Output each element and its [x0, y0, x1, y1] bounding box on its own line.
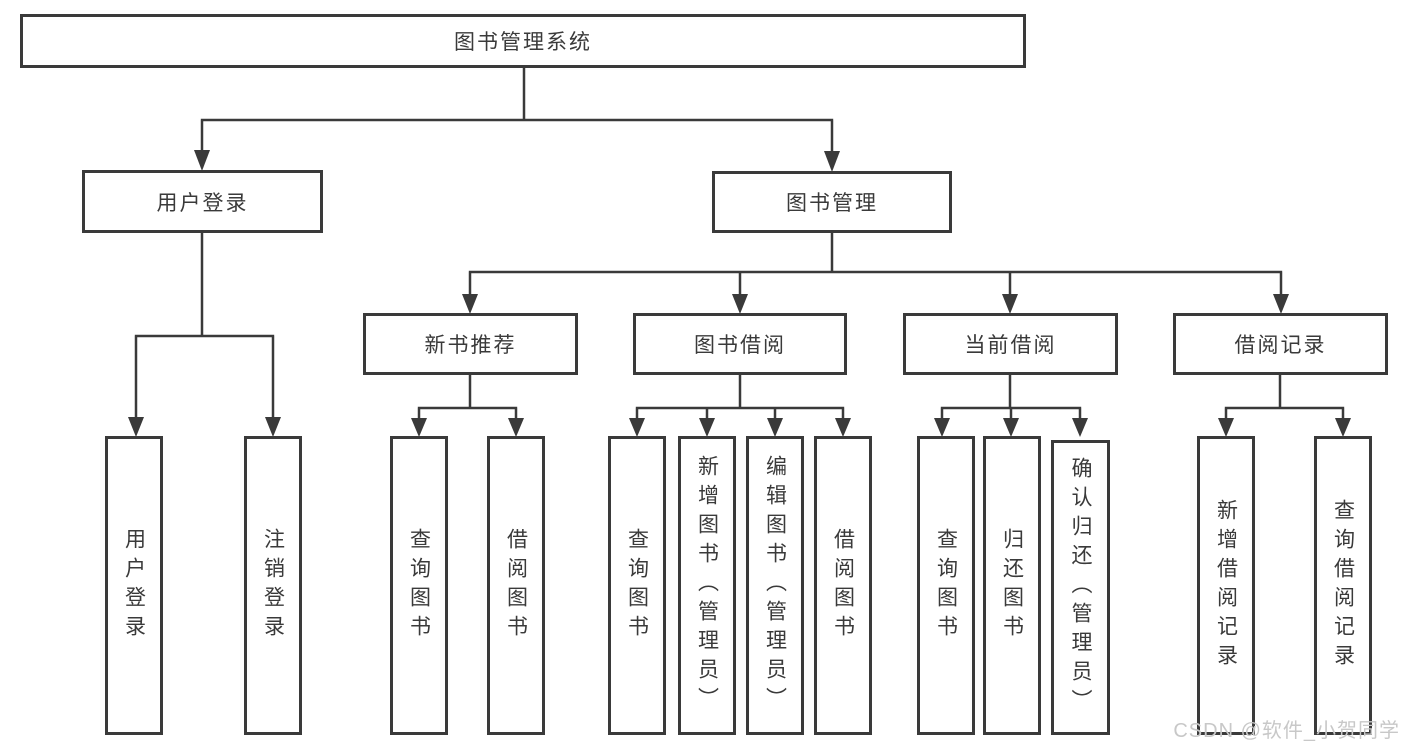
leaf-add-books-admin-label: 新增图书（管理员）: [695, 455, 719, 716]
leaf-return-books: 归还图书: [983, 436, 1041, 735]
connector-current-to-leaves: [934, 375, 1088, 437]
leaf-confirm-return-admin: 确认归还（管理员）: [1051, 440, 1110, 735]
leaf-borrow-books-label: 借阅图书: [831, 527, 855, 644]
leaf-query-books-current: 查询图书: [917, 436, 975, 735]
leaf-return-books-label: 归还图书: [1000, 527, 1024, 644]
leaf-query-borrow-record-label: 查询借阅记录: [1331, 498, 1355, 673]
node-book-borrow: 图书借阅: [633, 313, 847, 375]
leaf-logout-label: 注销登录: [261, 527, 285, 644]
connector-recommend-to-leaves: [411, 375, 524, 437]
node-book-management: 图书管理: [712, 171, 952, 233]
leaf-user-login-label: 用户登录: [122, 527, 146, 644]
leaf-query-books-borrow-label: 查询图书: [625, 527, 649, 644]
leaf-query-books-recommend: 查询图书: [390, 436, 448, 735]
leaf-add-books-admin: 新增图书（管理员）: [678, 436, 736, 735]
leaf-edit-books-admin-label: 编辑图书（管理员）: [763, 455, 787, 716]
leaf-borrow-books-recommend: 借阅图书: [487, 436, 545, 735]
leaf-query-books-current-label: 查询图书: [934, 527, 958, 644]
csdn-watermark: CSDN @软件_小贺同学: [1173, 720, 1400, 742]
leaf-add-borrow-record: 新增借阅记录: [1197, 436, 1255, 735]
connector-bookmgmt-to-level3: [462, 233, 1289, 314]
node-library-management-system-label: 图书管理系统: [454, 31, 592, 54]
leaf-borrow-books-recommend-label: 借阅图书: [504, 527, 528, 644]
node-book-management-label: 图书管理: [786, 192, 878, 215]
node-current-borrow: 当前借阅: [903, 313, 1118, 375]
node-user-login: 用户登录: [82, 170, 323, 233]
node-current-borrow-label: 当前借阅: [964, 334, 1057, 357]
leaf-confirm-return-admin-label: 确认归还（管理员）: [1069, 457, 1092, 718]
node-borrow-records-label: 借阅记录: [1234, 334, 1327, 357]
node-new-book-recommend-label: 新书推荐: [424, 334, 517, 357]
connector-borrow-to-leaves: [629, 375, 851, 437]
leaf-add-borrow-record-label: 新增借阅记录: [1214, 498, 1238, 673]
node-book-borrow-label: 图书借阅: [694, 334, 786, 357]
connector-root-to-level2: [194, 67, 840, 172]
node-borrow-records: 借阅记录: [1173, 313, 1388, 375]
node-new-book-recommend: 新书推荐: [363, 313, 578, 375]
leaf-query-borrow-record: 查询借阅记录: [1314, 436, 1372, 735]
leaf-query-books-recommend-label: 查询图书: [407, 527, 431, 644]
leaf-user-login: 用户登录: [105, 436, 163, 735]
leaf-borrow-books: 借阅图书: [814, 436, 872, 735]
node-user-login-label: 用户登录: [156, 191, 249, 215]
leaf-query-books-borrow: 查询图书: [608, 436, 666, 735]
connector-records-to-leaves: [1218, 375, 1351, 437]
leaf-logout: 注销登录: [244, 436, 302, 735]
node-library-management-system: 图书管理系统: [20, 14, 1026, 68]
leaf-edit-books-admin: 编辑图书（管理员）: [746, 436, 804, 735]
connector-userlogin-to-leaves: [128, 233, 281, 437]
